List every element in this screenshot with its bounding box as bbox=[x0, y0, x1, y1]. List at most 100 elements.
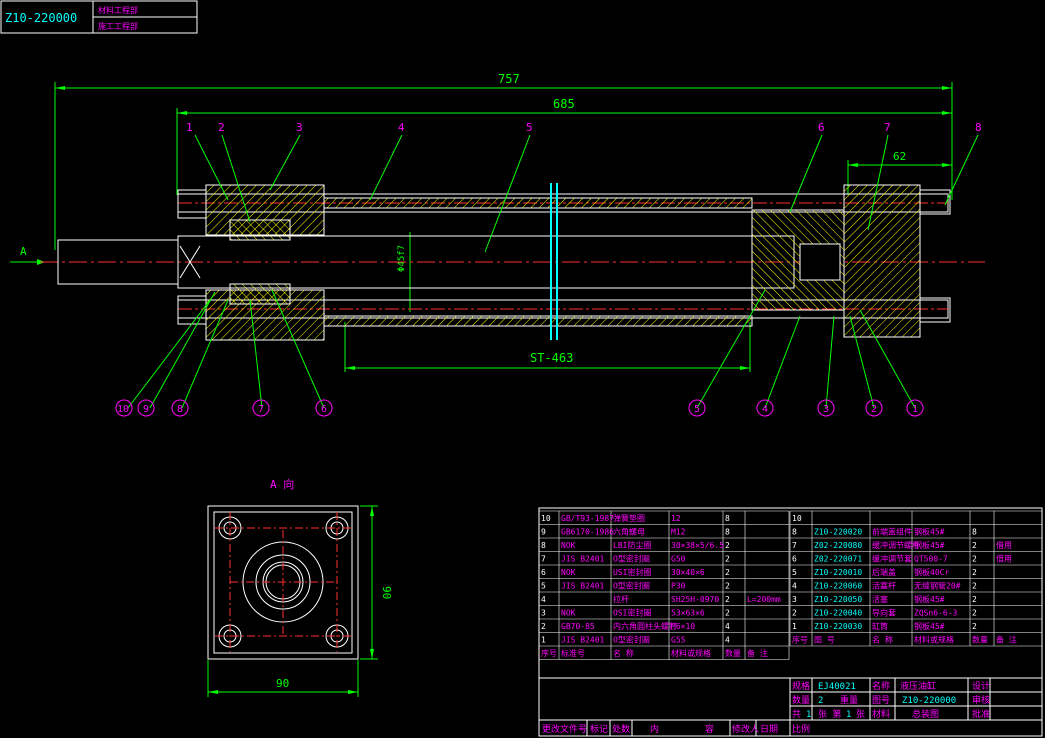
dim-rod-dia: Φ45f7 bbox=[397, 245, 407, 272]
tb-footer-2: 处数 bbox=[612, 723, 630, 735]
std-parts-cell: 弹簧垫圈 bbox=[613, 513, 645, 523]
parts-cell: 2 bbox=[972, 541, 977, 550]
parts-cell: 2 bbox=[972, 555, 977, 564]
parts-cell: Z10-220050 bbox=[814, 595, 862, 604]
std-parts-header: 数量 bbox=[725, 648, 741, 658]
balloon-bl-8: 8 bbox=[177, 404, 183, 415]
tb-drawing-label: 图号 bbox=[872, 695, 890, 706]
tb-approve-label: 批准 bbox=[972, 708, 990, 720]
tb-footer-0: 更改文件号 bbox=[542, 723, 587, 735]
parts-cell: 1 bbox=[792, 622, 797, 631]
balloon-bl-9: 9 bbox=[143, 404, 149, 415]
tb-footer-3: 内 bbox=[650, 723, 659, 735]
std-parts-header: 材料或规格 bbox=[671, 648, 711, 658]
parts-cell: 10 bbox=[792, 514, 802, 523]
parts-cell: Z10-220060 bbox=[814, 582, 862, 591]
a-view-width: 90 bbox=[276, 677, 289, 690]
std-parts-cell: O型密封圈 bbox=[613, 635, 650, 645]
tb-qty-label: 数量 bbox=[792, 694, 810, 706]
tb-check-label: 审核 bbox=[972, 694, 990, 706]
top-drawing-no: Z10-220000 bbox=[5, 11, 77, 25]
leaders bbox=[127, 134, 979, 409]
parts-cell: 缓冲调节套 bbox=[872, 554, 912, 564]
bottom-balloons: 10 9 8 7 6 5 4 3 2 1 bbox=[115, 399, 924, 417]
top-row2: 施工工程部 bbox=[98, 21, 138, 31]
parts-header: 图 号 bbox=[814, 636, 835, 645]
parts-cell: 钢板40Cr bbox=[914, 567, 949, 577]
std-parts-cell: 内六角圆柱头螺钉 bbox=[613, 621, 677, 631]
tb-footer-4: 容 bbox=[705, 723, 714, 735]
tb-material-value: 总装图 bbox=[912, 708, 939, 720]
std-parts-cell: 53×63×6 bbox=[671, 609, 705, 618]
std-parts-cell: G50 bbox=[671, 555, 686, 564]
tb-footer-5: 修改人 bbox=[732, 723, 759, 735]
std-parts-cell: NOK bbox=[561, 568, 576, 577]
parts-cell: QT500-7 bbox=[914, 555, 948, 564]
balloon-top-6: 6 bbox=[818, 121, 825, 134]
parts-cell: 钢板45# bbox=[914, 540, 945, 550]
parts-cell: 后端盖 bbox=[872, 567, 896, 577]
parts-cell: Z10-220040 bbox=[814, 609, 862, 618]
std-parts-cell: GB6170-1986 bbox=[561, 528, 614, 537]
std-parts-cell: 30×38×5/6.5 bbox=[671, 541, 724, 550]
std-parts-cell: 2 bbox=[725, 595, 730, 604]
std-parts-cell: JIS B2401 bbox=[561, 582, 605, 591]
std-parts-cell: 8 bbox=[541, 541, 546, 550]
std-parts-cell: 9 bbox=[541, 528, 546, 537]
parts-cell: 缸筒 bbox=[872, 621, 888, 631]
dim-body: 685 bbox=[553, 97, 575, 111]
std-parts-cell: P30 bbox=[671, 582, 686, 591]
parts-cell: Z10-220010 bbox=[814, 568, 862, 577]
top-dimensions bbox=[54, 82, 953, 372]
top-balloons: 1 2 3 4 5 6 7 8 bbox=[186, 121, 982, 134]
cylinder-section bbox=[40, 183, 985, 341]
std-parts-header: 标准号 bbox=[561, 648, 585, 658]
a-view: A 向 bbox=[207, 477, 393, 697]
balloon-br-4: 4 bbox=[762, 404, 768, 415]
parts-header: 备 注 bbox=[996, 635, 1017, 645]
top-title-block: Z10-220000 材料工程部 施工工程部 bbox=[0, 0, 198, 34]
parts-cell: Z10-220030 bbox=[814, 622, 862, 631]
top-row1: 材料工程部 bbox=[98, 5, 138, 15]
balloon-top-7: 7 bbox=[884, 121, 891, 134]
balloon-bl-6: 6 bbox=[321, 404, 327, 415]
parts-header: 数量 bbox=[972, 635, 988, 645]
parts-cell: 2 bbox=[972, 582, 977, 591]
parts-cell: 8 bbox=[792, 528, 797, 537]
parts-cell: 2 bbox=[972, 609, 977, 618]
tb-name-label: 名称 bbox=[872, 680, 890, 692]
tb-footer-1: 标记 bbox=[590, 723, 608, 735]
std-parts-cell: 8 bbox=[725, 528, 730, 537]
tb-design-label: 设计 bbox=[972, 680, 990, 692]
std-parts-header: 备 注 bbox=[747, 648, 768, 658]
balloon-br-1: 1 bbox=[912, 404, 918, 415]
parts-cell: 2 bbox=[972, 622, 977, 631]
parts-cell: 前端盖组件 bbox=[872, 527, 912, 537]
tb-sheet-total-label: 共 bbox=[792, 709, 801, 720]
parts-cell: ZQSn6-6-3 bbox=[914, 609, 958, 618]
a-view-label: A 向 bbox=[270, 477, 294, 491]
std-parts-cell: 2 bbox=[725, 609, 730, 618]
std-parts-cell: 2 bbox=[725, 555, 730, 564]
balloon-top-8: 8 bbox=[975, 121, 982, 134]
dim-stroke: ST-463 bbox=[530, 351, 573, 365]
parts-cell: Z10-220020 bbox=[814, 528, 862, 537]
parts-cell: 8 bbox=[972, 528, 977, 537]
std-parts-cell: 4 bbox=[725, 622, 730, 631]
std-parts-cell: 7 bbox=[541, 555, 546, 564]
balloon-top-2: 2 bbox=[218, 121, 225, 134]
balloon-top-3: 3 bbox=[296, 121, 303, 134]
balloon-br-5: 5 bbox=[694, 404, 700, 415]
balloon-br-2: 2 bbox=[871, 404, 877, 415]
std-parts-header: 名 称 bbox=[613, 648, 634, 658]
tb-sheet-suffix: 张 bbox=[856, 709, 865, 720]
parts-cell: 借用 bbox=[996, 540, 1012, 550]
parts-cell: 缓冲调节螺杆 bbox=[872, 540, 920, 550]
dim-end-cap: 62 bbox=[893, 150, 906, 163]
tb-kind-value: EJ40021 bbox=[818, 682, 856, 692]
std-parts-cell: 六角螺母 bbox=[613, 527, 645, 537]
parts-header: 名 称 bbox=[872, 635, 893, 645]
